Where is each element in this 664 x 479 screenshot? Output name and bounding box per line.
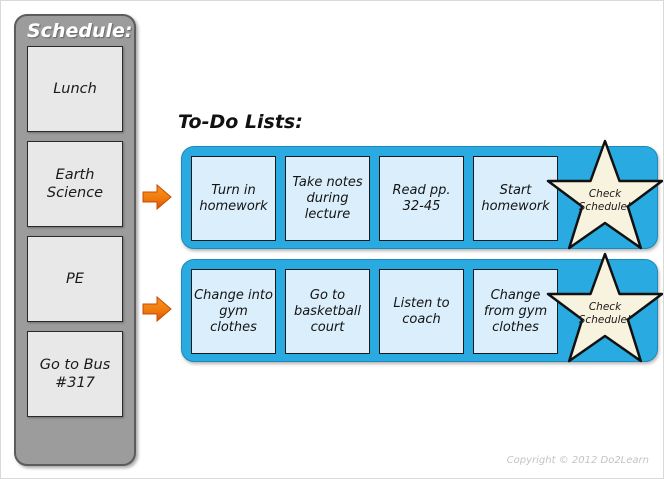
todo-card-list: Turn in homework Take notes during lectu…: [191, 156, 558, 241]
schedule-item-list: Lunch Earth Science PE Go to Bus #317: [16, 46, 134, 417]
todo-card[interactable]: Take notes during lecture: [285, 156, 370, 241]
todo-card[interactable]: Turn in homework: [191, 156, 276, 241]
arrow-right-icon: [142, 183, 172, 211]
todo-card[interactable]: Read pp. 32-45: [379, 156, 464, 241]
todo-row-earth-science: Turn in homework Take notes during lectu…: [181, 139, 663, 250]
schedule-panel: Schedule: Lunch Earth Science PE Go to B…: [14, 14, 136, 466]
todo-card[interactable]: Change from gym clothes: [473, 269, 558, 354]
star-icon: [546, 252, 663, 363]
todo-card[interactable]: Change into gym clothes: [191, 269, 276, 354]
todo-card-list: Change into gym clothes Go to basketball…: [191, 269, 558, 354]
schedule-item-go-to-bus[interactable]: Go to Bus #317: [27, 331, 123, 417]
todo-card[interactable]: Listen to coach: [379, 269, 464, 354]
schedule-item-pe[interactable]: PE: [27, 236, 123, 322]
check-schedule-star-badge[interactable]: Check Schedule!: [545, 251, 663, 371]
todo-card[interactable]: Go to basketball court: [285, 269, 370, 354]
schedule-title: Schedule:: [27, 20, 133, 42]
check-schedule-star-badge[interactable]: Check Schedule!: [545, 138, 663, 258]
todo-card[interactable]: Start homework: [473, 156, 558, 241]
copyright-notice: Copyright © 2012 Do2Learn: [506, 455, 649, 466]
schedule-item-earth-science[interactable]: Earth Science: [27, 141, 123, 227]
todo-row-pe: Change into gym clothes Go to basketball…: [181, 252, 663, 363]
todo-lists-heading: To-Do Lists:: [178, 111, 303, 133]
arrow-right-icon: [142, 295, 172, 323]
schedule-item-lunch[interactable]: Lunch: [27, 46, 123, 132]
star-icon: [546, 139, 663, 250]
